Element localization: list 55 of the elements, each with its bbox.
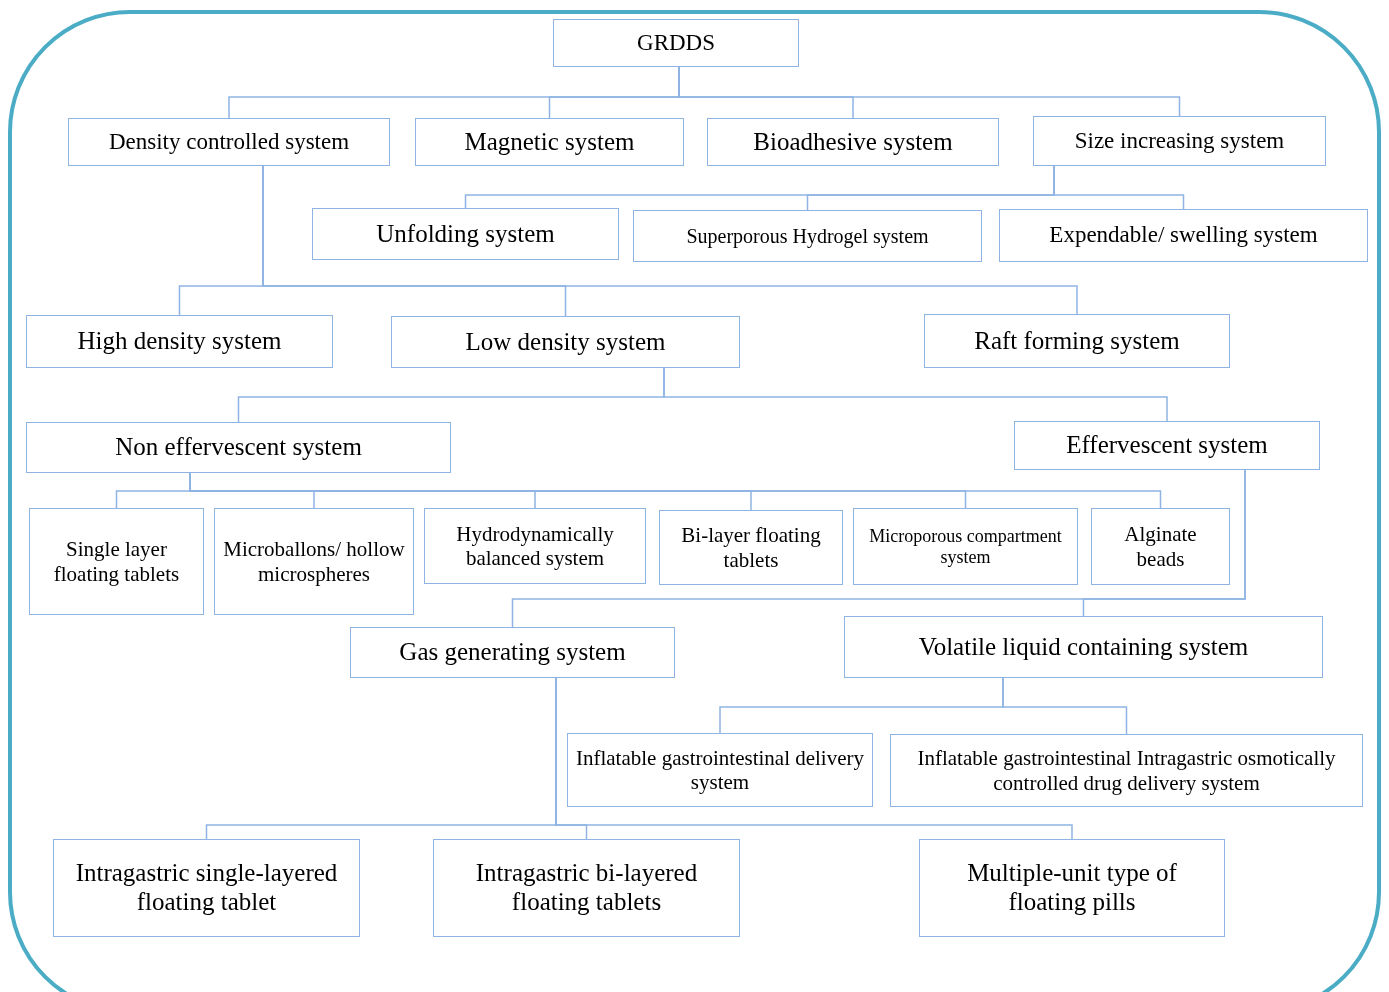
- connector-line: [1002, 677, 1128, 735]
- box-label: High density system: [77, 327, 282, 356]
- system-box: [707, 118, 999, 166]
- box-label: Intragastric bi-layered floating tablets: [474, 859, 699, 917]
- box-label: Volatile liquid containing system: [918, 632, 1249, 662]
- system-box: [1091, 508, 1230, 585]
- system-box: [26, 315, 333, 368]
- system-box: [350, 627, 675, 678]
- box-label: Inflatable gastrointestinal delivery system: [574, 745, 866, 795]
- system-box: [214, 508, 414, 615]
- system-box: [659, 510, 843, 585]
- system-box: [53, 839, 360, 937]
- box-label: Raft forming system: [974, 326, 1180, 356]
- box-label: Bi-layer floating tablets: [680, 523, 822, 572]
- box-label: Effervescent system: [1066, 431, 1268, 460]
- system-box: [29, 508, 204, 615]
- box-label: GRDDS: [637, 29, 715, 57]
- system-box: [999, 209, 1368, 262]
- box-label: Alginate beads: [1123, 522, 1198, 571]
- system-box: [633, 210, 982, 262]
- system-box: [924, 314, 1230, 368]
- box-label: Hydrodynamically balanced system: [455, 521, 615, 571]
- box-label: Size increasing system: [1074, 127, 1285, 155]
- box-label: Expendable/ swelling system: [1049, 222, 1318, 249]
- system-box: [1014, 421, 1320, 470]
- system-box: [312, 208, 619, 260]
- box-label: Bioadhesive system: [753, 127, 953, 157]
- box-label: Inflatable gastrointestinal Intragastric osmotically controlled drug delivery system: [916, 746, 1337, 795]
- system-box: [1033, 116, 1326, 166]
- connector-line: [1082, 469, 1246, 617]
- system-box: [391, 316, 740, 368]
- box-label: Gas generating system: [399, 638, 626, 667]
- system-box: [424, 508, 646, 584]
- system-box: [68, 118, 390, 166]
- box-label: Density controlled system: [108, 128, 350, 156]
- box-label: Microporous compartment system: [868, 525, 1063, 568]
- system-box: [26, 422, 451, 473]
- system-box: [415, 118, 684, 166]
- system-box: [844, 616, 1323, 678]
- box-label: Single layer floating tablets: [52, 537, 181, 586]
- box-label: Magnetic system: [464, 127, 635, 157]
- box-label: Microballons/ hollow microspheres: [222, 537, 406, 586]
- box-label: Intragastric single-layered floating tablet: [74, 859, 339, 917]
- system-box: [433, 839, 740, 937]
- box-label: Superporous Hydrogel system: [686, 224, 929, 248]
- system-box: [919, 839, 1225, 937]
- system-box: [567, 733, 873, 807]
- system-box: [890, 734, 1363, 807]
- box-label: Non effervescent system: [115, 433, 362, 462]
- system-box: [853, 508, 1078, 585]
- box-label: Multiple-unit type of floating pills: [966, 859, 1178, 917]
- box-label: Low density system: [465, 327, 666, 357]
- connector-line: [663, 367, 1168, 422]
- system-box: [553, 19, 799, 67]
- box-label: Unfolding system: [376, 219, 555, 249]
